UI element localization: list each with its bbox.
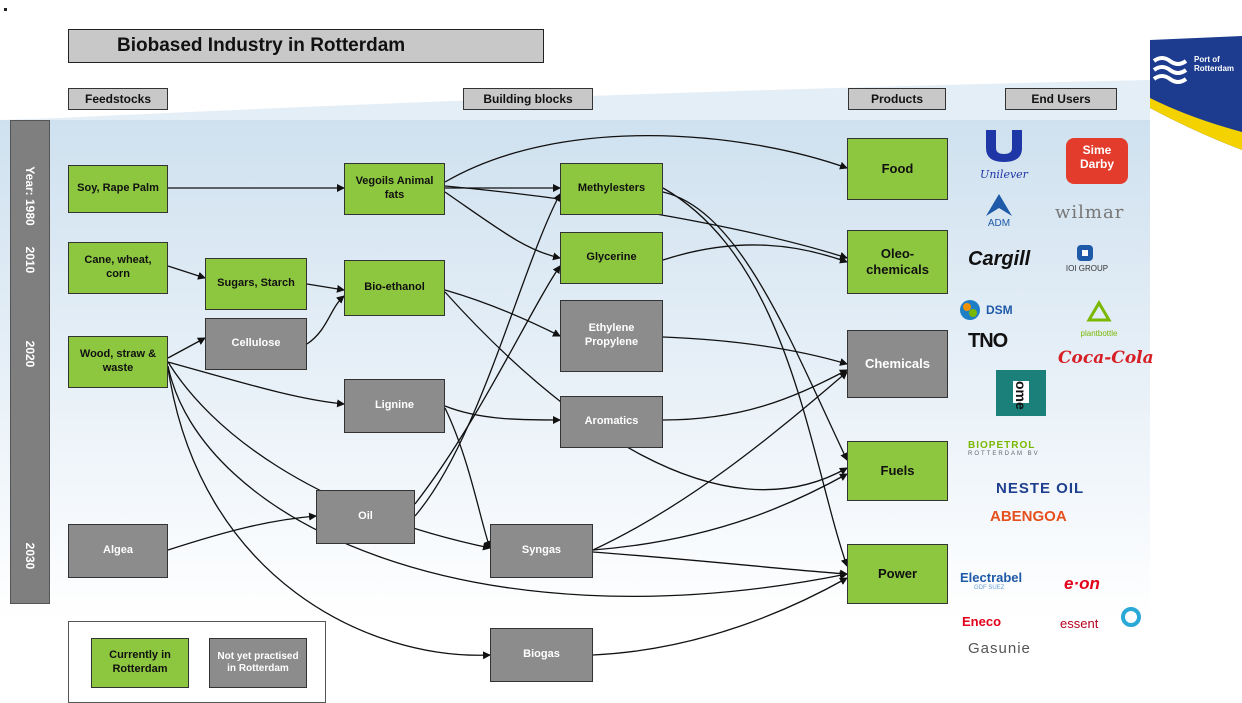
- eon-logo: e·on: [1064, 574, 1100, 593]
- port-waves-icon: [1152, 56, 1188, 84]
- arrow-wood-power: [167, 365, 848, 597]
- arrow-oil-glycerine: [414, 265, 561, 505]
- legend: Currently in Rotterdam Not yet practised…: [68, 621, 326, 703]
- abengoa-logo: ABENGOA: [990, 508, 1067, 525]
- timeline-2020: 2020: [23, 340, 37, 368]
- node-wood-straw-waste: Wood, straw & waste: [68, 336, 168, 388]
- node-syngas: Syngas: [490, 524, 593, 578]
- node-vegoils-animal-fats: Vegoils Animal fats: [344, 163, 445, 215]
- node-sugars-starch: Sugars, Starch: [205, 258, 307, 310]
- neste-oil-logo: NESTE OIL: [996, 480, 1085, 497]
- port-logo-text: Port of Rotterdam: [1194, 55, 1235, 73]
- node-power: Power: [847, 544, 948, 604]
- arrow-methylesters-fuels: [662, 191, 848, 461]
- arrow-wood-lignine: [167, 361, 345, 408]
- arrow-ethylene-chemicals: [662, 336, 848, 366]
- node-aromatics: Aromatics: [560, 396, 663, 448]
- node-food: Food: [847, 138, 948, 200]
- arrow-syngas-fuels: [592, 473, 848, 551]
- timeline-bar: Year: 1980 2010 2020 2030: [10, 120, 50, 604]
- essent-circle-icon: [1121, 607, 1141, 627]
- port-wave-yellow: [1150, 98, 1242, 150]
- node-oil: Oil: [316, 490, 415, 544]
- arrow-wood-cellulose: [167, 337, 206, 359]
- arrow-cane-sugars: [167, 265, 206, 280]
- arrow-biogas-power: [592, 577, 848, 656]
- unilever-u-icon: [986, 130, 1022, 162]
- plantbottle-logo: plantbottle: [1068, 300, 1130, 342]
- gasunie-logo: Gasunie: [968, 640, 1031, 657]
- cargill-logo: Cargill: [968, 248, 1031, 270]
- node-soy-rape-palm: Soy, Rape Palm: [68, 165, 168, 213]
- arrow-cellulose-bioethanol: [306, 295, 345, 345]
- header-products: Products: [848, 88, 946, 110]
- legend-currently: Currently in Rotterdam: [91, 638, 189, 688]
- node-methylesters: Methylesters: [560, 163, 663, 215]
- arrow-wood-biogas: [167, 367, 491, 660]
- node-oleo-chemicals: Oleo-chemicals: [847, 230, 948, 294]
- arrow-wood-syngas: [167, 361, 491, 551]
- electrabel-logo: Electrabel GDF SUEZ: [960, 570, 1023, 591]
- arrow-lignine-aromatics: [444, 405, 561, 424]
- arrow-vegoils-food: [444, 135, 848, 183]
- arrow-syngas-power: [592, 551, 848, 578]
- arrow-sugars-bioethanol: [306, 283, 345, 293]
- page-title: Biobased Industry in Rotterdam: [68, 29, 544, 63]
- unilever-logo: Unilever: [976, 128, 1032, 186]
- node-cellulose: Cellulose: [205, 318, 307, 370]
- arrow-oil-methylesters: [414, 193, 561, 517]
- node-glycerine: Glycerine: [560, 232, 663, 284]
- node-biogas: Biogas: [490, 628, 593, 682]
- timeline-2010: 2010: [23, 246, 37, 274]
- header-end-users: End Users: [1005, 88, 1117, 110]
- node-ethylene-propylene: Ethylene Propylene: [560, 300, 663, 372]
- adm-logo: ADM: [976, 192, 1022, 234]
- arrow-lignine-syngas: [444, 407, 492, 549]
- ome-logo: ome: [996, 370, 1046, 416]
- node-algea: Algea: [68, 524, 168, 578]
- eneco-logo: Eneco: [962, 614, 1002, 629]
- header-feedstocks: Feedstocks: [68, 88, 168, 110]
- arrow-bioethanol-ethylene: [444, 289, 561, 337]
- arrow-vegoils-glycerine: [444, 191, 561, 261]
- ioi-icon: [1077, 245, 1093, 261]
- tno-logo: TNO: [968, 330, 1008, 352]
- adm-leaf-icon: [986, 194, 1012, 216]
- coca-cola-logo: Coca-Cola: [1058, 348, 1154, 368]
- flow-arrows: [167, 135, 849, 660]
- port-of-rotterdam-logo: Port of Rotterdam: [1146, 40, 1242, 124]
- node-chemicals: Chemicals: [847, 330, 948, 398]
- node-fuels: Fuels: [847, 441, 948, 501]
- arrow-syngas-chemicals: [592, 371, 848, 551]
- dsm-logo: DSM: [958, 298, 1038, 324]
- arrow-glycerine-oleo: [662, 244, 848, 264]
- sime-darby-logo: Sime Darby: [1066, 138, 1128, 184]
- essent-logo: essent: [1060, 607, 1152, 636]
- wilmar-logo: wilmar: [1055, 202, 1125, 223]
- arrow-aromatics-chemicals: [662, 369, 848, 421]
- biopetrol-logo: BIOPETROL ROTTERDAM BV: [968, 440, 1040, 457]
- ioi-group-logo: IOI GROUP: [1054, 244, 1120, 280]
- dsm-icon: [960, 300, 980, 320]
- node-lignine: Lignine: [344, 379, 445, 433]
- node-cane-wheat-corn: Cane, wheat, corn: [68, 242, 168, 294]
- node-bio-ethanol: Bio-ethanol: [344, 260, 445, 316]
- arrow-bioethanol-fuels: [444, 291, 848, 491]
- timeline-2030: 2030: [23, 542, 37, 570]
- arrow-algea-oil: [167, 512, 317, 551]
- recycle-icon: [1086, 300, 1112, 322]
- arrow-food-oleo: [444, 185, 848, 260]
- header-building-blocks: Building blocks: [463, 88, 593, 110]
- legend-not-yet: Not yet practised in Rotterdam: [209, 638, 307, 688]
